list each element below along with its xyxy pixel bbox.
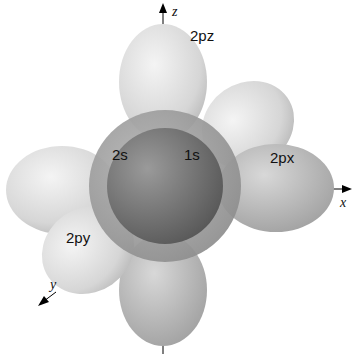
orbital-label: 2py bbox=[66, 230, 90, 245]
s2-sphere bbox=[89, 110, 241, 262]
s1-sphere bbox=[107, 128, 223, 244]
x-arrowhead bbox=[342, 185, 352, 193]
orbital-label: 1s bbox=[184, 147, 200, 162]
axis-label: y bbox=[50, 278, 56, 292]
axis-label: x bbox=[340, 196, 346, 210]
orbital-label: 2s bbox=[112, 147, 128, 162]
axis-label: z bbox=[172, 5, 177, 19]
y-arrowhead bbox=[38, 296, 49, 306]
orbital-label: 2px bbox=[270, 150, 294, 165]
orbital-label: 2pz bbox=[190, 28, 214, 43]
z-arrowhead bbox=[159, 3, 167, 13]
